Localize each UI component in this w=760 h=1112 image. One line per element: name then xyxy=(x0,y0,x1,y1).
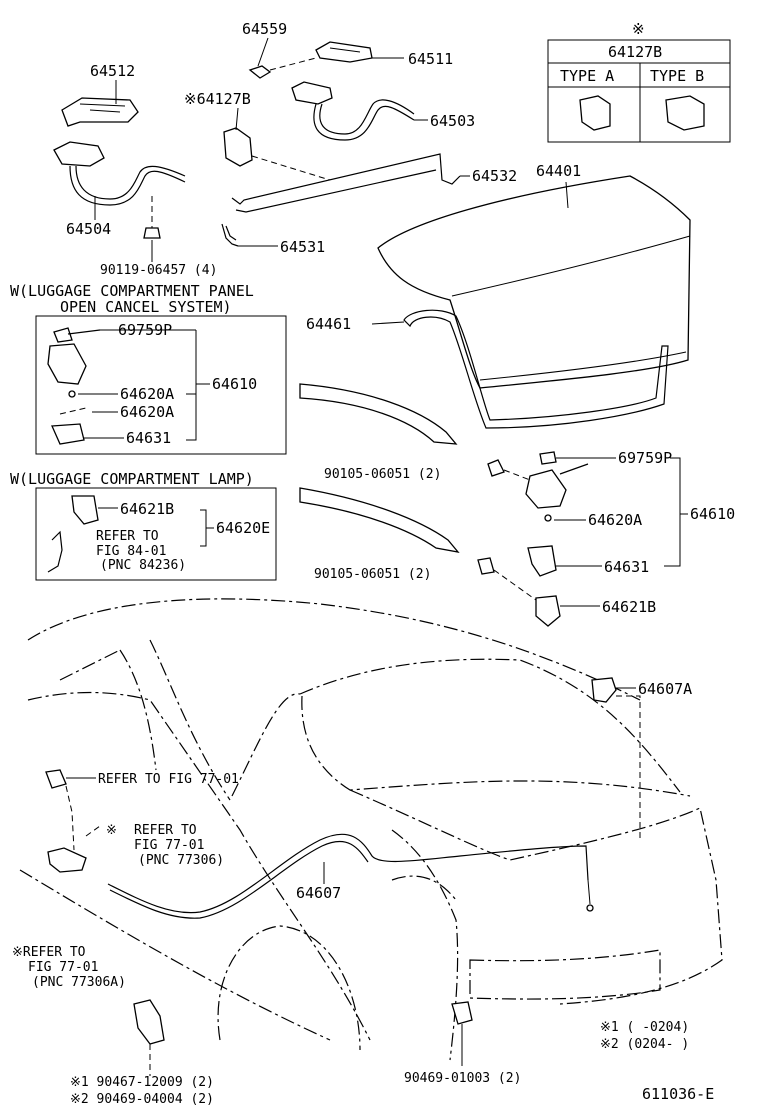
clip-90469 xyxy=(451,1001,473,1066)
lamp-refer-1: REFER TO xyxy=(96,529,159,544)
car-body xyxy=(19,598,723,1061)
right-assembly xyxy=(477,451,688,627)
pin-64559 xyxy=(248,37,317,79)
label-64607a: 64607A xyxy=(638,680,692,698)
rod-64532 xyxy=(231,153,470,213)
mid-refer-1: REFER TO xyxy=(134,823,197,838)
illustration-id: 611036-E xyxy=(642,1085,714,1103)
mid-refer-3: (PNC 77306) xyxy=(138,853,224,868)
label-right-bolt-bottom: 90105-06051 (2) xyxy=(314,567,431,582)
footnote-1: ※1 ( -0204) xyxy=(600,1020,689,1035)
label-64127b-ref: ※64127B xyxy=(184,90,251,108)
label-64401: 64401 xyxy=(536,162,581,180)
cable-64607 xyxy=(107,833,594,919)
legend-type-b: TYPE B xyxy=(650,67,704,85)
label-cancel-64620a-1: 64620A xyxy=(120,385,174,403)
rod-64531 xyxy=(221,223,278,247)
lamp-refer-3: (PNC 84236) xyxy=(100,558,186,573)
lamp-refer-2: FIG 84-01 xyxy=(96,544,166,559)
label-clip-90469: 90469-01003 (2) xyxy=(404,1071,521,1086)
box-luggage-lamp xyxy=(35,487,277,581)
cable-64504 xyxy=(53,141,186,220)
label-cancel-64620a-2: 64620A xyxy=(120,403,174,421)
bracket-64512 xyxy=(61,80,139,127)
label-cancel-64610: 64610 xyxy=(212,375,257,393)
footnote-2: ※2 (0204- ) xyxy=(600,1037,689,1052)
mid-refer-mark: ※ xyxy=(106,823,117,838)
label-right-64621b: 64621B xyxy=(602,598,656,616)
trunk-lid-64401 xyxy=(377,175,691,389)
label-64504: 64504 xyxy=(66,220,111,238)
legend-type-a: TYPE A xyxy=(560,67,614,85)
label-64532: 64532 xyxy=(472,167,517,185)
mid-refer-2: FIG 77-01 xyxy=(134,838,204,853)
cable-64503 xyxy=(291,81,428,141)
label-64559: 64559 xyxy=(242,20,287,38)
label-64511: 64511 xyxy=(408,50,453,68)
footnote-bolt-1: ※1 90467-12009 (2) xyxy=(70,1075,214,1090)
arrow-lower xyxy=(299,487,460,553)
label-refer-fig-77: REFER TO FIG 77-01 xyxy=(98,772,239,787)
legend-mark: ※ xyxy=(632,20,645,38)
label-cancel-64631: 64631 xyxy=(126,429,171,447)
left-refer-3: (PNC 77306A) xyxy=(32,975,126,990)
left-refer-1: ※REFER TO xyxy=(12,945,86,960)
bolt-90119 xyxy=(143,196,161,262)
label-right-64610: 64610 xyxy=(690,505,735,523)
label-64503: 64503 xyxy=(430,112,475,130)
label-lamp-64620e: 64620E xyxy=(216,519,270,537)
box-open-cancel-system xyxy=(35,315,287,455)
label-right-69759p: 69759P xyxy=(618,449,672,467)
label-lamp-64621b: 64621B xyxy=(120,500,174,518)
label-64512: 64512 xyxy=(90,62,135,80)
label-right-64620a: 64620A xyxy=(588,511,642,529)
label-64531: 64531 xyxy=(280,238,325,256)
weatherstrip-64461 xyxy=(371,309,669,429)
cancel-heading-1: W(LUGGAGE COMPARTMENT PANEL xyxy=(10,282,254,300)
bracket-64511 xyxy=(315,41,404,63)
legend-table xyxy=(547,39,731,143)
label-bolt-90119: 90119-06457 (4) xyxy=(100,263,217,278)
label-64461: 64461 xyxy=(306,315,351,333)
arrow-upper xyxy=(299,383,458,445)
lever-assembly xyxy=(45,769,165,1076)
cancel-heading-2: OPEN CANCEL SYSTEM) xyxy=(60,298,232,316)
left-refer-2: FIG 77-01 xyxy=(28,960,98,975)
label-right-64631: 64631 xyxy=(604,558,649,576)
label-right-bolt-top: 90105-06051 (2) xyxy=(324,467,441,482)
lock-64607a xyxy=(591,677,641,840)
lamp-heading: W(LUGGAGE COMPARTMENT LAMP) xyxy=(10,470,254,488)
label-cancel-69759p: 69759P xyxy=(118,321,172,339)
legend-part: 64127B xyxy=(608,43,662,61)
clip-64127b xyxy=(223,107,331,181)
label-64607: 64607 xyxy=(296,884,341,902)
footnote-bolt-2: ※2 90469-04004 (2) xyxy=(70,1092,214,1107)
